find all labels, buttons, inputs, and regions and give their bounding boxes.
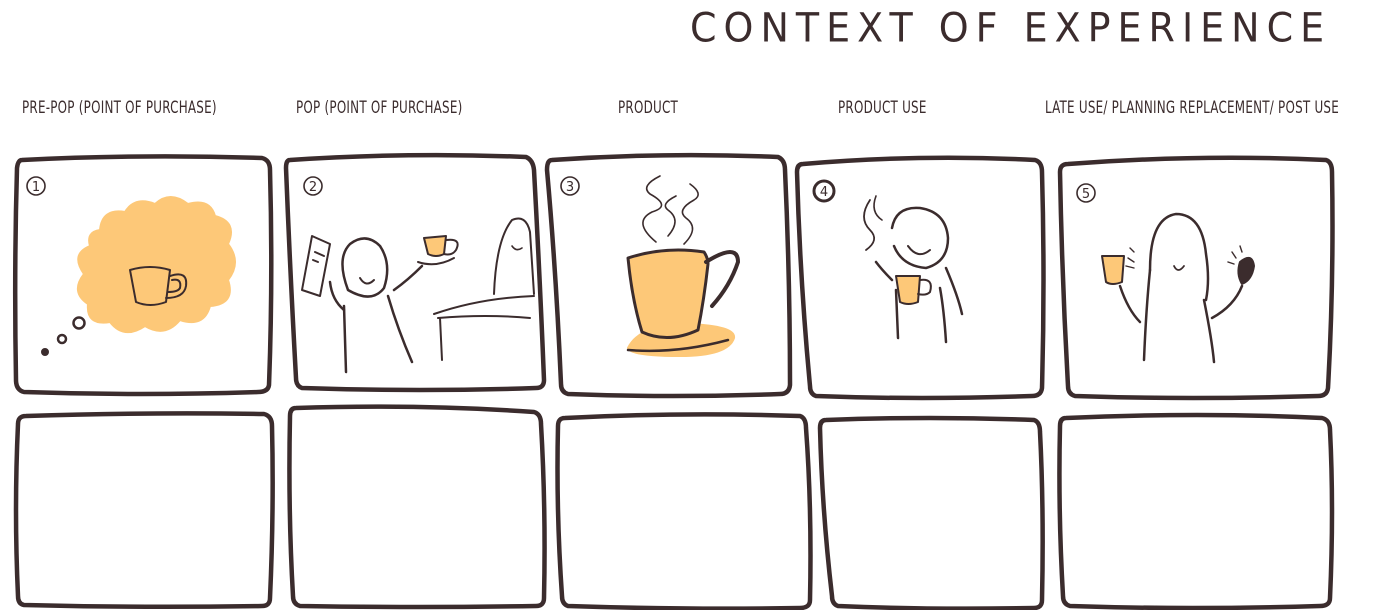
clerk-head <box>494 219 534 295</box>
hand-gesture <box>1238 258 1254 284</box>
counter-top <box>434 296 534 314</box>
panel-10-frame <box>1059 415 1332 608</box>
svg-text:1: 1 <box>32 180 40 195</box>
svg-text:4: 4 <box>820 185 828 200</box>
panel-2-number: 2 <box>304 177 322 195</box>
drinker-smile <box>908 246 930 254</box>
cup-icon <box>1102 256 1124 284</box>
shopper-body-left <box>344 306 346 372</box>
card-icon <box>302 236 330 296</box>
drinker-head <box>892 208 948 268</box>
thought-bubble-small <box>42 349 48 355</box>
shopper-head <box>342 238 387 296</box>
svg-text:2: 2 <box>309 180 317 195</box>
panel-6-frame <box>16 413 273 606</box>
steam-right <box>682 184 698 244</box>
person-mouth <box>1174 266 1184 270</box>
counter-edge <box>438 316 530 318</box>
cup-body <box>628 250 708 338</box>
motion-lines-left <box>1126 248 1134 268</box>
panel-8-frame <box>558 414 811 608</box>
shopper-body-right <box>388 296 412 362</box>
steam-left <box>643 176 662 242</box>
drinking-scene-illustration <box>864 196 962 342</box>
drinker-arm-left <box>876 262 892 280</box>
steam-middle <box>665 196 676 236</box>
panel-3-number: 3 <box>561 177 579 195</box>
panel-5-number: 5 <box>1077 184 1095 202</box>
panel-1-number: 1 <box>27 177 45 195</box>
steaming-cup-illustration <box>628 176 738 356</box>
cup-handle <box>706 252 738 306</box>
clerk-smile <box>512 246 522 250</box>
person-arm-right <box>1212 286 1242 318</box>
drinker-arm-right <box>946 268 962 314</box>
thought-cloud <box>78 197 235 332</box>
panel-4-number: 4 <box>814 181 834 201</box>
panel-7-frame <box>289 407 544 607</box>
person-body-right <box>1204 300 1214 362</box>
thought-bubble-medium <box>58 335 66 343</box>
cup-icon <box>896 276 931 304</box>
post-use-scene-illustration <box>1102 214 1254 362</box>
cup-icon <box>418 236 458 264</box>
shopper-smile <box>360 278 374 284</box>
shopper-arm-right <box>394 266 422 290</box>
steam-wisp <box>864 200 874 250</box>
thought-bubble-large <box>74 318 85 329</box>
person-head <box>1150 214 1208 300</box>
svg-text:3: 3 <box>566 180 574 195</box>
drinker-body-right <box>940 288 946 342</box>
steam-wisp-2 <box>874 196 882 220</box>
person-arm-left <box>1120 286 1140 322</box>
counter-leg <box>440 318 442 360</box>
panel-5-frame <box>1060 158 1333 398</box>
drinker-body-left <box>896 290 898 338</box>
thought-cloud-illustration <box>42 197 235 355</box>
purchase-scene-illustration <box>302 219 534 373</box>
panel-9-frame <box>820 418 1043 609</box>
shopper-arm-left <box>330 282 344 310</box>
svg-text:5: 5 <box>1082 187 1090 202</box>
person-body-left <box>1144 270 1150 360</box>
